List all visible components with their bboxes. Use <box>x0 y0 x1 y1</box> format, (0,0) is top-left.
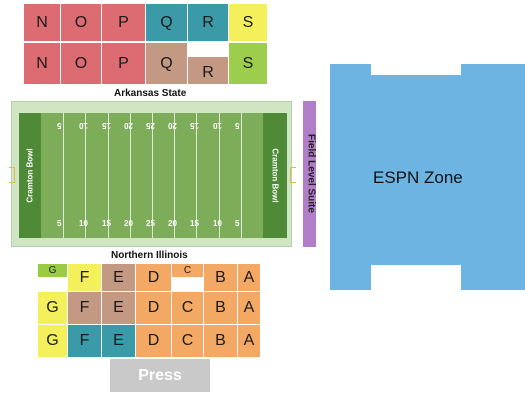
endzone-left-text: Cramton Bowl <box>25 148 35 203</box>
bottom-team-label: Northern Illinois <box>111 250 188 261</box>
yard-number-top: 20 <box>168 121 177 130</box>
yard-line <box>241 113 242 238</box>
section-g-row2[interactable]: G <box>38 292 67 324</box>
press-label: Press <box>138 366 182 384</box>
yard-line <box>108 113 109 238</box>
section-e-row1[interactable]: E <box>102 264 135 291</box>
yard-number-top: 10 <box>79 121 88 130</box>
section-d-row2[interactable]: D <box>136 292 171 324</box>
yard-line <box>196 113 197 238</box>
espn-zone-label: ESPN Zone <box>373 168 463 187</box>
section-p-row1[interactable]: P <box>102 4 145 41</box>
section-f-row1[interactable]: F <box>68 264 101 291</box>
section-n-row1[interactable]: N <box>24 4 60 41</box>
yard-line <box>130 113 131 238</box>
yard-number-top: 10 <box>213 121 222 130</box>
endzone-left <box>19 113 41 238</box>
section-b-row3[interactable]: B <box>204 325 237 357</box>
yard-number-top: 25 <box>146 121 155 130</box>
section-c-row1[interactable]: C <box>172 264 203 277</box>
yard-line <box>152 113 153 238</box>
section-o-row2[interactable]: O <box>61 43 101 84</box>
section-s-row2[interactable]: S <box>229 43 267 84</box>
goalpost-left <box>9 167 15 183</box>
press-box[interactable]: Press <box>110 359 210 392</box>
yard-number-bottom: 15 <box>190 219 199 228</box>
section-g-row3[interactable]: G <box>38 325 67 357</box>
section-c-row2[interactable]: C <box>172 292 203 324</box>
section-d-row3[interactable]: D <box>136 325 171 357</box>
section-b-row1[interactable]: B <box>204 264 237 291</box>
section-a-row3[interactable]: A <box>238 325 260 357</box>
section-p-row2[interactable]: P <box>102 43 145 84</box>
yard-number-top: 15 <box>190 121 199 130</box>
section-r-row1[interactable]: R <box>188 4 228 41</box>
top-team-label: Arkansas State <box>114 88 187 99</box>
yard-number-bottom: 5 <box>235 219 240 228</box>
section-e-row2[interactable]: E <box>102 292 135 324</box>
goalpost-right <box>290 167 296 183</box>
yard-number-bottom: 25 <box>146 219 155 228</box>
section-c-row3[interactable]: C <box>172 325 203 357</box>
yard-number-bottom: 20 <box>124 219 133 228</box>
section-b-row2[interactable]: B <box>204 292 237 324</box>
field-level-suite[interactable] <box>303 101 316 247</box>
yard-line <box>174 113 175 238</box>
field-level-suite-label: Field Level Suite <box>305 134 317 213</box>
section-r-row2[interactable]: R <box>188 57 228 84</box>
section-n-row2[interactable]: N <box>24 43 60 84</box>
yard-number-top: 20 <box>124 121 133 130</box>
yard-line <box>63 113 64 238</box>
yard-line <box>219 113 220 238</box>
espn-zone-shape <box>330 64 525 290</box>
section-o-row1[interactable]: O <box>61 4 101 41</box>
section-s-row1[interactable]: S <box>229 4 267 41</box>
yard-number-bottom: 15 <box>102 219 111 228</box>
yard-number-bottom: 10 <box>79 219 88 228</box>
section-g-row1[interactable]: G <box>38 264 67 277</box>
yard-number-top: 15 <box>102 121 111 130</box>
section-f-row3[interactable]: F <box>68 325 101 357</box>
section-a-row1[interactable]: A <box>238 264 260 291</box>
yard-line <box>85 113 86 238</box>
espn-zone[interactable] <box>330 64 525 290</box>
section-f-row2[interactable]: F <box>68 292 101 324</box>
yard-number-bottom: 5 <box>57 219 62 228</box>
section-q-row1[interactable]: Q <box>146 4 187 41</box>
section-q-row2[interactable]: Q <box>146 43 187 84</box>
section-e-row3[interactable]: E <box>102 325 135 357</box>
section-d-row1[interactable]: D <box>136 264 171 291</box>
yard-number-bottom: 20 <box>168 219 177 228</box>
section-a-row2[interactable]: A <box>238 292 260 324</box>
endzone-right-text: Cramton Bowl <box>270 148 280 203</box>
yard-number-bottom: 10 <box>213 219 222 228</box>
endzone-right <box>263 113 287 238</box>
yard-number-top: 5 <box>235 121 240 130</box>
yard-number-top: 5 <box>57 121 62 130</box>
